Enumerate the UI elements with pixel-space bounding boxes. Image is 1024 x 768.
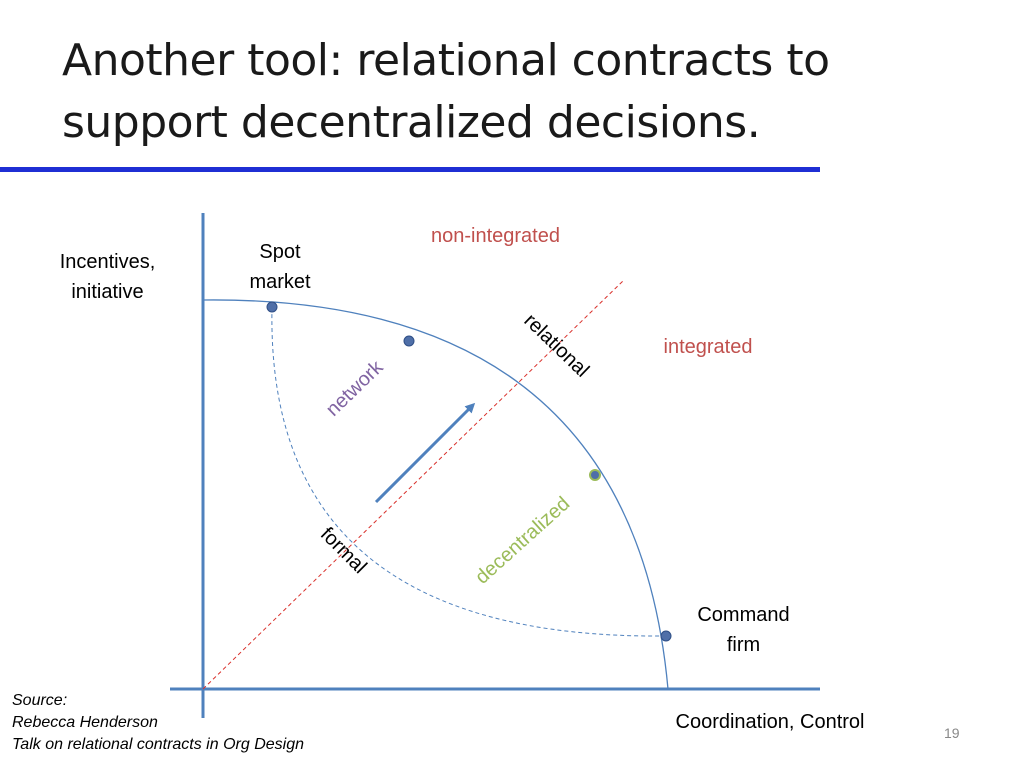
x-axis-label: Coordination, Control [675,711,865,733]
decentralized-curve [271,306,667,637]
command-firm-line-2: firm [726,634,761,656]
y-axis-label: Incentives, initiative [40,247,175,307]
title-underline [0,167,820,172]
decentralized-point [589,469,601,481]
non-integrated-label: non-integrated [431,225,560,247]
spot-market-point [266,301,278,313]
direction-arrow [374,402,476,504]
source-citation: Source: Rebecca Henderson Talk on relati… [12,690,304,756]
frontier-curve [202,299,669,690]
source-line-1: Source: [12,692,68,709]
spot-market-line-1: Spot [259,241,301,263]
network-point [403,335,415,347]
slide-title: Another tool: relational contracts to su… [62,30,962,154]
y-axis-label-line-2: initiative [71,281,144,303]
command-firm-point [660,630,672,642]
spot-market-label: Spot market [230,237,330,297]
source-line-2: Rebecca Henderson [12,714,158,731]
y-axis-label-line-1: Incentives, [59,251,156,273]
source-line-3: Talk on relational contracts in Org Desi… [12,736,304,753]
page-number: 19 [944,725,960,741]
title-line-2: support decentralized decisions. [62,97,761,148]
command-firm-line-1: Command [697,604,790,626]
integrated-label: integrated [663,336,753,358]
title-line-1: Another tool: relational contracts to [62,35,830,86]
spot-market-line-2: market [249,271,311,293]
command-firm-label: Command firm [676,600,811,660]
